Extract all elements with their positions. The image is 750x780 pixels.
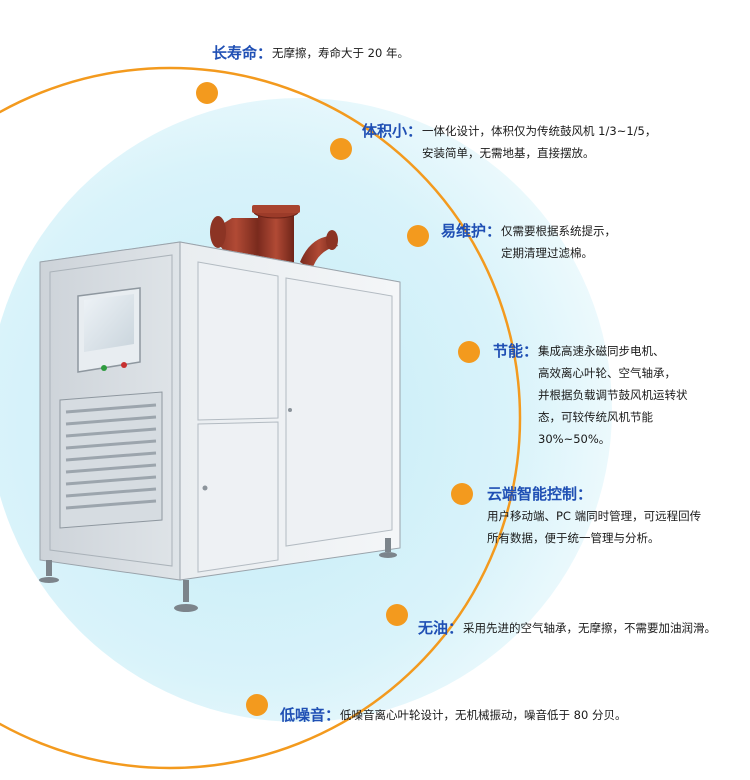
feature-text-line: 定期清理过滤棉。 <box>501 246 594 260</box>
bullet-dot-6 <box>386 604 408 626</box>
feature-text-line: 无摩擦，寿命大于 20 年。 <box>272 46 409 60</box>
feature-text-line: 高效离心叶轮、空气轴承， <box>538 366 677 380</box>
feature-text-line: 一体化设计，体积仅为传统鼓风机 1/3~1/5， <box>422 124 657 138</box>
feature-easy-maintenance: 易维护 ： 仅需要根据系统提示， 定期清理过滤棉。 <box>441 220 616 264</box>
title-colon: ： <box>325 706 341 724</box>
feature-text: 集成高速永磁同步电机、 高效离心叶轮、空气轴承， 并根据负载调节鼓风机运转状 态… <box>538 340 688 450</box>
title-colon: ： <box>577 485 593 503</box>
feature-text: 一体化设计，体积仅为传统鼓风机 1/3~1/5， 安装简单，无需地基，直接摆放。 <box>422 120 656 164</box>
red-indicator-light <box>121 362 127 368</box>
feature-title: 无油 <box>418 619 449 637</box>
feature-text-line: 安装简单，无需地基，直接摆放。 <box>422 146 595 160</box>
bullet-dot-5 <box>451 483 473 505</box>
bullet-dot-1 <box>196 82 218 104</box>
feature-long-life: 长寿命 ： 无摩擦，寿命大于 20 年。 <box>212 42 409 64</box>
feature-text: 用户移动端、PC 端同时管理，可远程回传 所有数据，便于统一管理与分析。 <box>487 505 701 549</box>
feature-title-row: 云端智能控制： <box>487 483 592 505</box>
feature-text-line: 所有数据，便于统一管理与分析。 <box>487 531 660 545</box>
blower-machine-illustration <box>39 205 401 612</box>
feature-title: 低噪音 <box>280 706 326 724</box>
feature-energy-saving: 节能 ： 集成高速永磁同步电机、 高效离心叶轮、空气轴承， 并根据负载调节鼓风机… <box>493 340 688 450</box>
feature-text-line: 用户移动端、PC 端同时管理，可远程回传 <box>487 509 702 523</box>
feature-text-line: 仅需要根据系统提示， <box>501 224 617 238</box>
feature-compact-size: 体积小 ： 一体化设计，体积仅为传统鼓风机 1/3~1/5， 安装简单，无需地基… <box>362 120 656 164</box>
feature-title: 体积小 <box>362 122 408 140</box>
feature-title: 云端智能控制 <box>487 485 578 503</box>
bullet-dot-4 <box>458 341 480 363</box>
bullet-dot-2 <box>330 138 352 160</box>
title-colon: ： <box>257 44 273 62</box>
feature-text-line: 采用先进的空气轴承，无摩擦，不需要加油润滑。 <box>463 621 717 635</box>
feature-text-line: 并根据负载调节鼓风机运转状 <box>538 388 688 402</box>
feature-cloud-control: 云端智能控制： 用户移动端、PC 端同时管理，可远程回传 所有数据，便于统一管理… <box>487 483 701 549</box>
orange-arc <box>0 66 522 770</box>
feature-oil-free: 无油 ： 采用先进的空气轴承，无摩擦，不需要加油润滑。 <box>418 617 716 639</box>
bullet-dot-3 <box>407 225 429 247</box>
feature-title: 易维护 <box>441 222 487 240</box>
bullet-dot-7 <box>246 694 268 716</box>
feature-text: 仅需要根据系统提示， 定期清理过滤棉。 <box>501 220 616 264</box>
leveling-feet <box>39 538 397 612</box>
title-colon: ： <box>523 342 539 360</box>
feature-low-noise: 低噪音 ： 低噪音离心叶轮设计，无机械振动，噪音低于 80 分贝。 <box>280 704 626 726</box>
feature-title: 节能 <box>493 342 524 360</box>
feature-text-line: 集成高速永磁同步电机、 <box>538 344 665 358</box>
outlet-pipes <box>210 205 338 270</box>
title-colon: ： <box>407 122 423 140</box>
feature-text-line: 30%~50%。 <box>538 432 611 446</box>
title-colon: ： <box>448 619 464 637</box>
feature-text-line: 低噪音离心叶轮设计，无机械振动，噪音低于 80 分贝。 <box>340 708 627 722</box>
feature-text-line: 态，可较传统风机节能 <box>538 410 654 424</box>
feature-title: 长寿命 <box>212 44 258 62</box>
title-colon: ： <box>486 222 502 240</box>
green-indicator-light <box>101 365 107 371</box>
